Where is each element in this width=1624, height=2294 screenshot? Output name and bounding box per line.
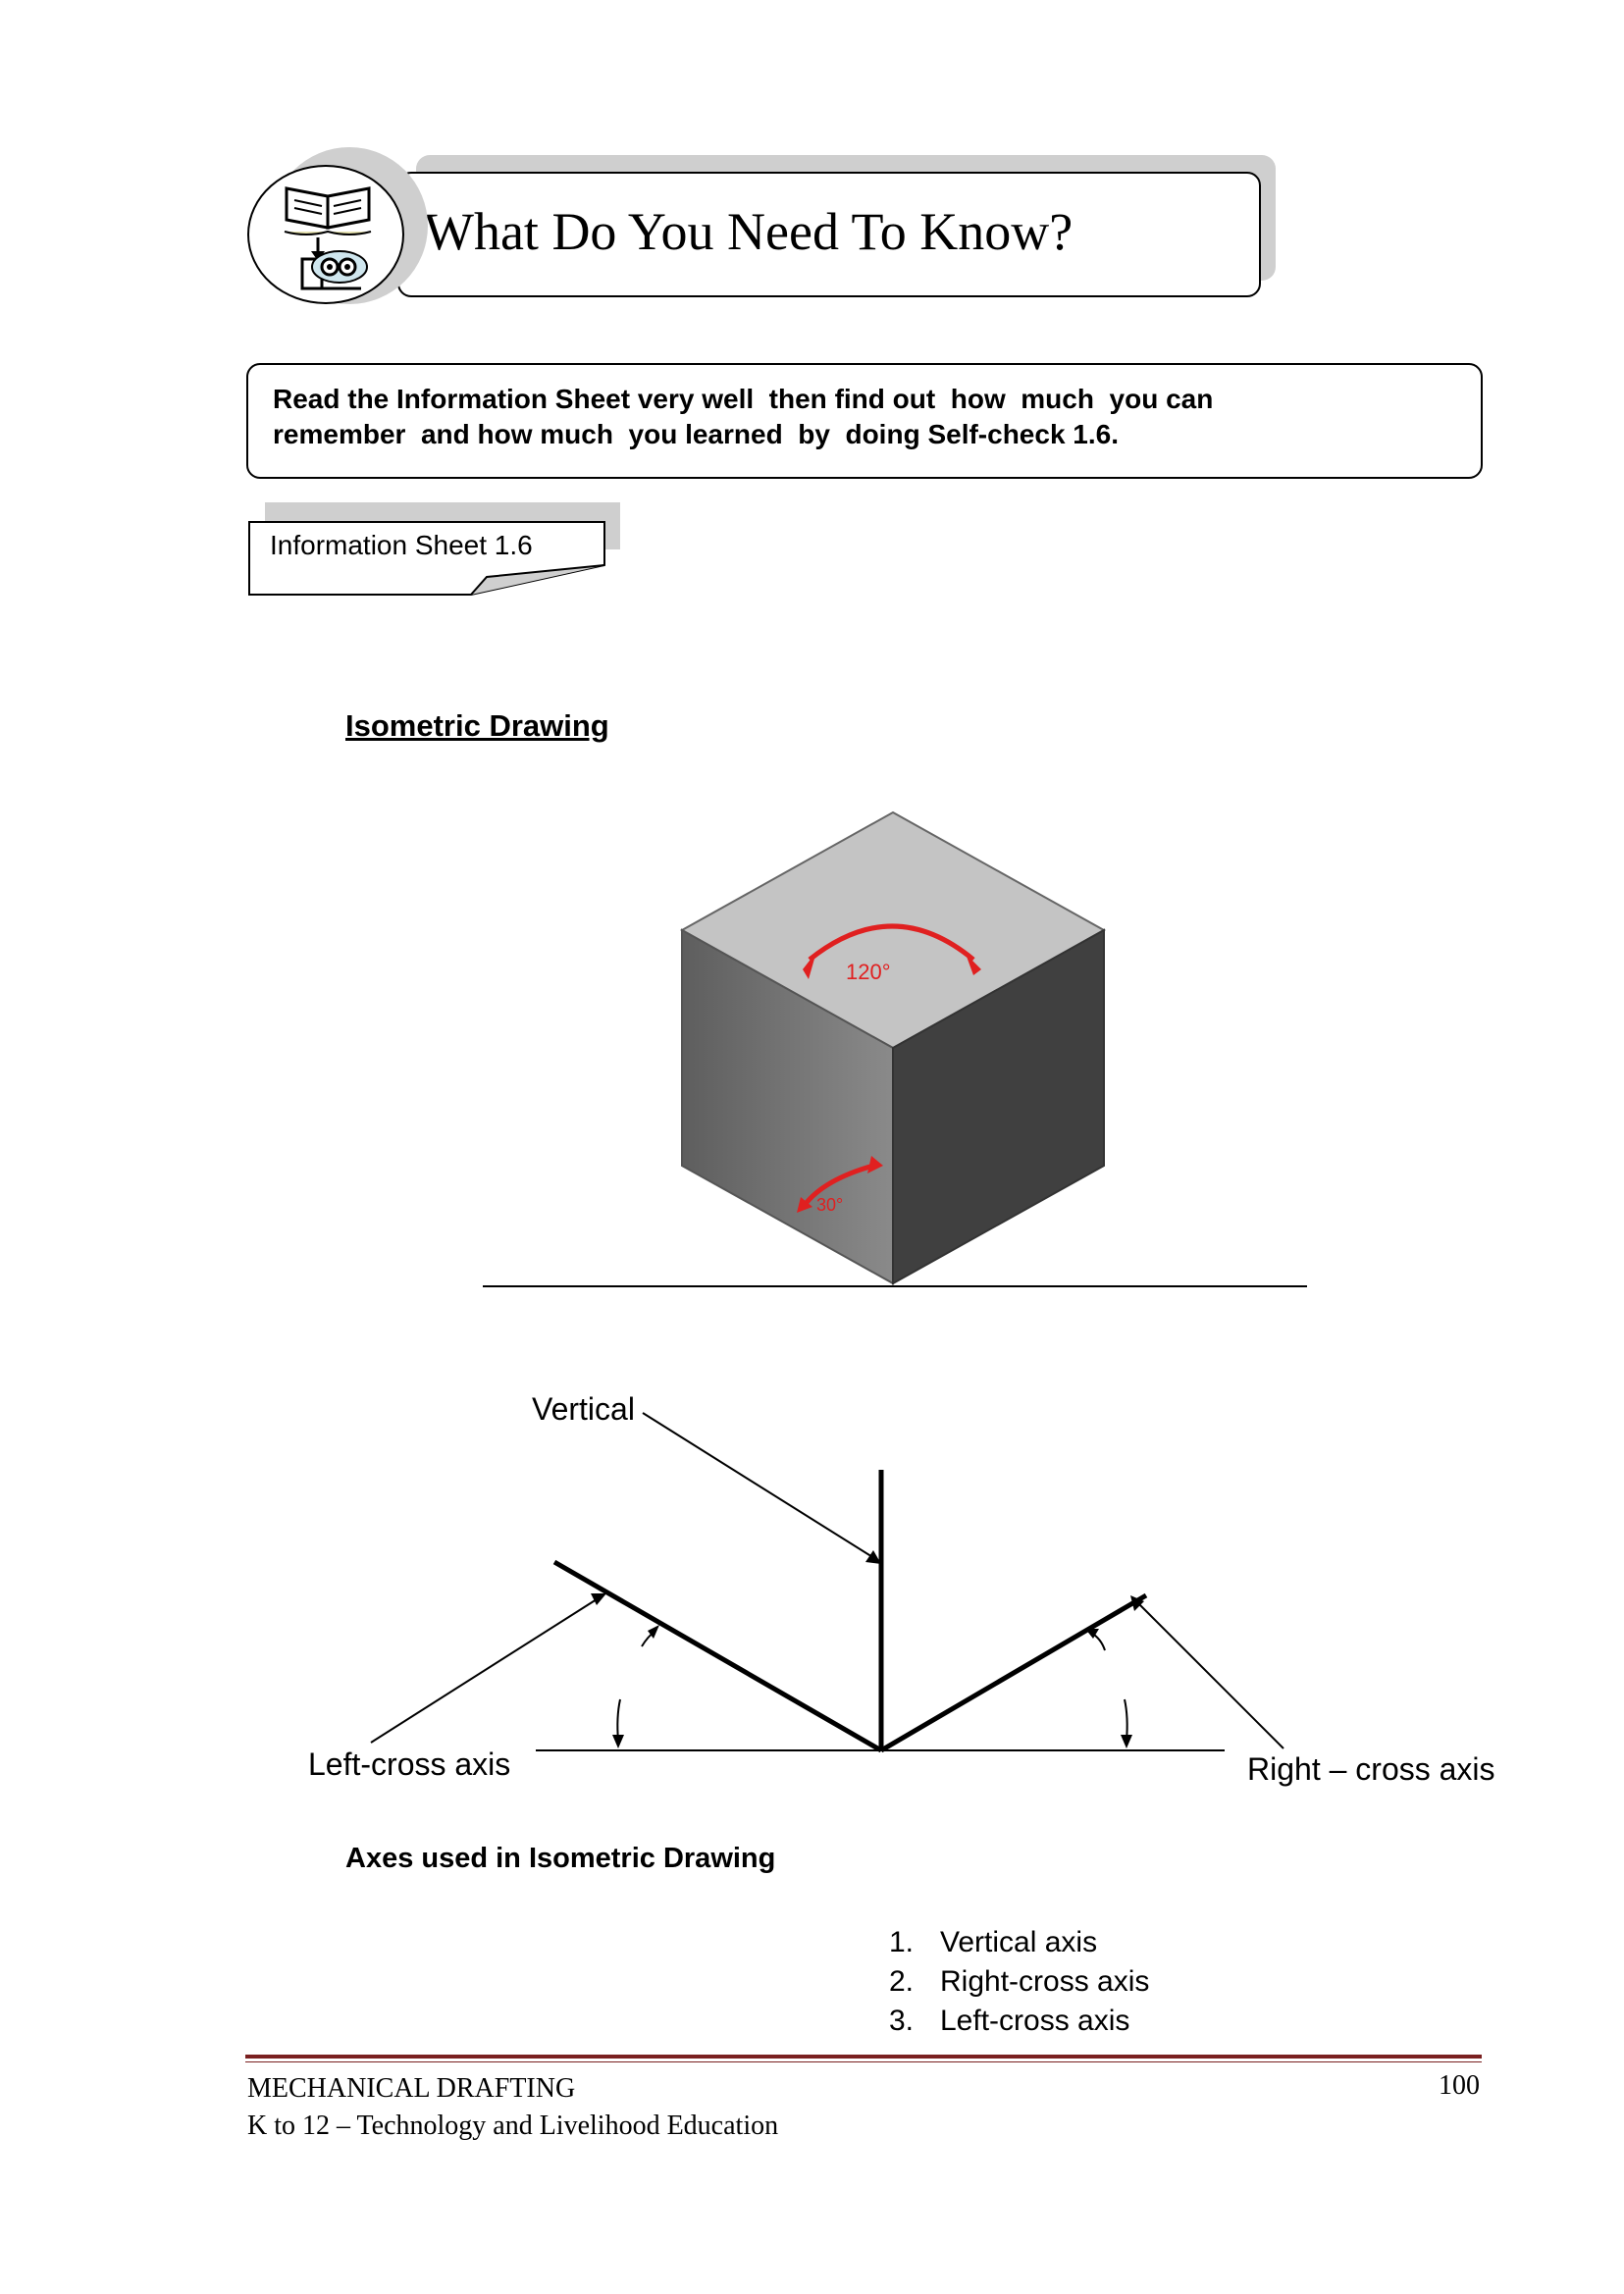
right-cross-axis bbox=[879, 1592, 1148, 1753]
isometric-cube-figure bbox=[483, 810, 1307, 1287]
instruction-box: Read the Information Sheet very well the… bbox=[246, 363, 1483, 479]
footer-subject: MECHANICAL DRAFTING bbox=[247, 2073, 576, 2104]
footer-rule-thin bbox=[245, 2061, 1482, 2062]
list-item: 1.Vertical axis bbox=[889, 1926, 1098, 1958]
footer-course: K to 12 – Technology and Livelihood Educ… bbox=[247, 2111, 779, 2141]
section-heading: Isometric Drawing bbox=[345, 708, 609, 743]
list-item: 2.Right-cross axis bbox=[889, 1965, 1150, 1998]
info-sheet-tab-shape bbox=[248, 521, 605, 596]
figure-caption: Axes used in Isometric Drawing bbox=[345, 1843, 776, 1874]
instruction-line-1: Read the Information Sheet very well the… bbox=[273, 384, 1214, 414]
angle-30-arc bbox=[803, 1163, 874, 1207]
footer-left: MECHANICAL DRAFTING K to 12 – Technology… bbox=[247, 2070, 778, 2145]
list-item: 3.Left-cross axis bbox=[889, 2005, 1130, 2037]
page-title: What Do You Need To Know? bbox=[424, 202, 1074, 261]
vertical-label: Vertical bbox=[532, 1391, 635, 1427]
left-cross-axis bbox=[552, 1559, 883, 1753]
cube-right-face bbox=[892, 928, 1105, 1285]
axes-list: 1.Vertical axis 2.Right-cross axis 3.Lef… bbox=[889, 1923, 1149, 2041]
title-banner bbox=[397, 172, 1261, 297]
footer-rule bbox=[245, 2055, 1482, 2059]
page-number: 100 bbox=[1439, 2070, 1480, 2101]
angle-120-arc bbox=[808, 923, 975, 962]
right-cross-axis-label: Right – cross axis bbox=[1247, 1751, 1495, 1787]
angle-30-label: 30° bbox=[816, 1195, 844, 1215]
book-and-reader-icon bbox=[284, 186, 372, 290]
isometric-axes-diagram bbox=[370, 1412, 1284, 1753]
instruction-line-2: remember and how much you learned by doi… bbox=[273, 419, 1119, 449]
info-sheet-label: Information Sheet 1.6 bbox=[270, 530, 533, 560]
left-cross-axis-label: Left-cross axis bbox=[308, 1747, 511, 1782]
angle-120-label: 120° bbox=[846, 960, 891, 984]
